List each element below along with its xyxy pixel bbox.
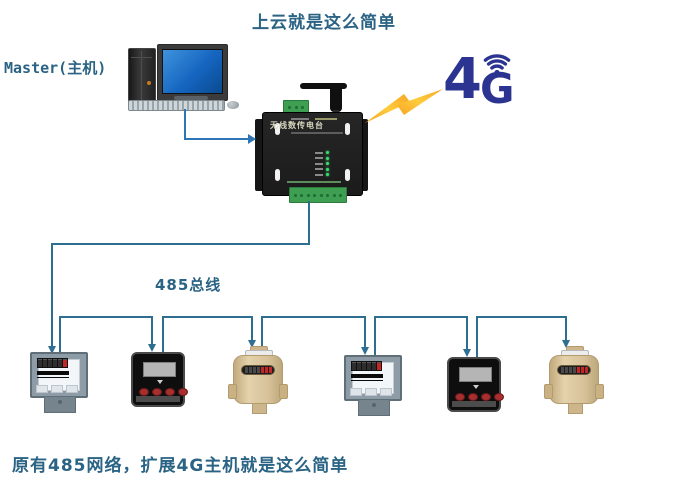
mount-hole (345, 169, 350, 181)
electric-meter (344, 355, 402, 416)
device-top-terminal (283, 100, 309, 115)
meter-pipe (252, 403, 267, 414)
bus-arrowhead-meter5 (463, 349, 471, 357)
brand-mark (291, 118, 309, 120)
antenna-body (330, 86, 342, 112)
brand-mark (315, 118, 337, 120)
page-title: 上云就是这么简单 (252, 13, 396, 33)
bus-loop-2 (162, 316, 253, 352)
led-row (315, 162, 329, 166)
device-front-label: 无线数传电台 (270, 121, 324, 130)
bus-loop-1 (59, 316, 153, 352)
lightning-icon (365, 94, 410, 123)
meter-counter (37, 358, 68, 368)
logo-4g-digit: 4 (443, 47, 482, 112)
rs485-bus-label: 485总线 (155, 276, 222, 294)
device-bottom-terminal (289, 187, 347, 203)
pc-to-device-line (184, 109, 248, 140)
meter-counter (557, 365, 591, 375)
tower-seam (141, 51, 142, 105)
pc-mouse (227, 101, 239, 109)
monitor-screen (162, 49, 223, 94)
bottom-caption: 原有485网络，扩展4G主机就是这么简单 (12, 456, 349, 476)
subtitle-bar (291, 132, 343, 134)
led-row (315, 167, 329, 171)
meter-lcd (143, 362, 176, 377)
antenna-icon (300, 83, 347, 89)
meter-counter (351, 361, 382, 371)
led-row (315, 156, 329, 160)
meter-mark (473, 385, 479, 389)
tower-power-light (147, 81, 151, 85)
logo-4g-letter: G (480, 64, 515, 113)
meter-counter (241, 365, 275, 375)
meter-base (358, 399, 390, 416)
pc-monitor (157, 44, 228, 101)
panel-meter (131, 352, 188, 407)
monitor-base (174, 96, 208, 100)
electric-meter (30, 352, 88, 413)
panel-meter (447, 357, 504, 412)
pc-keyboard (128, 100, 225, 111)
mount-hole (345, 123, 350, 135)
bus-arrowhead-meter2 (148, 344, 156, 352)
meter-pipe (568, 403, 583, 414)
led-row (315, 151, 329, 154)
mount-hole (275, 123, 280, 135)
meter-base (44, 396, 76, 413)
meter-buttons (139, 388, 188, 396)
lightning-icon (397, 89, 443, 115)
bus-loop-3 (261, 316, 366, 348)
meter-buttons (455, 393, 504, 401)
meter-barcode (37, 371, 69, 375)
bus-arrowhead-meter4 (361, 347, 369, 355)
bus-loop-5 (476, 316, 567, 357)
pc-tower (128, 48, 156, 110)
footer-bar (287, 181, 341, 183)
bus-loop-4 (374, 316, 468, 355)
led-row (315, 173, 329, 177)
meter-barcode (351, 374, 383, 378)
mount-hole (275, 169, 280, 181)
master-host-label: Master(主机) (4, 59, 107, 77)
tower-vent (131, 57, 152, 58)
meter-mark (157, 380, 163, 384)
meter-lcd (459, 367, 492, 382)
